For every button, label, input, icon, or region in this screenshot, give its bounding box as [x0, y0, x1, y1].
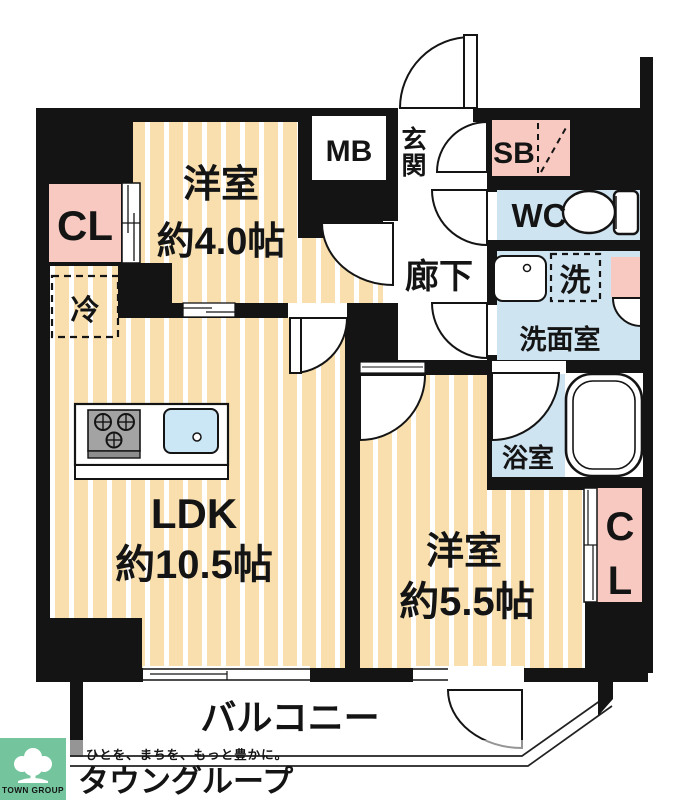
wall-wc-washroom	[487, 240, 640, 251]
balcony-left-wall	[70, 682, 83, 757]
wall-ldk-room2	[345, 318, 360, 668]
tree-icon	[14, 748, 52, 783]
ldk-balcony-window	[143, 666, 310, 683]
room1-ldk-slit	[182, 302, 236, 318]
entrance-label-char2: 関	[401, 152, 426, 180]
room2-size-label: 約5.5帖	[399, 580, 535, 624]
balcony-railing	[70, 697, 613, 767]
room1-door-arc	[320, 222, 394, 287]
washroom-pink-column	[611, 257, 640, 297]
room1-size-label: 約4.0帖	[157, 221, 286, 263]
closet2-label-char1: C	[606, 505, 635, 549]
footer-overlay-band	[0, 740, 684, 800]
room2-door-arc	[359, 374, 427, 442]
room2-balcony-doorway	[448, 666, 524, 683]
meter-box-rect	[312, 116, 386, 180]
wall-room1-corner-top	[118, 263, 172, 303]
ldk-door-arc	[291, 317, 349, 375]
wall-right	[640, 57, 653, 673]
wall-hall-services	[487, 108, 497, 490]
wall-room1-bottom-top	[118, 303, 398, 318]
wall-left	[36, 108, 50, 668]
bathroom-door-arc	[491, 372, 561, 442]
toilet-icon	[561, 189, 640, 236]
room2-window	[413, 666, 450, 683]
meter-box-label: MB	[326, 135, 373, 168]
entrance-door-leaf	[463, 34, 478, 109]
balcony-label: バルコニー	[200, 697, 379, 738]
wall-ldk-block-top	[50, 618, 142, 668]
fridge-space	[50, 274, 120, 339]
town-group-logo: TOWN GROUP	[0, 738, 66, 800]
closet2	[583, 487, 642, 603]
wc-door-arc	[430, 189, 488, 247]
room-western2-floor	[360, 375, 585, 668]
ldk-name-label: LDK	[151, 490, 237, 537]
door-arcs	[289, 34, 642, 750]
room1-name-label: 洋室	[183, 163, 259, 206]
washroom-sink-icon	[493, 255, 547, 302]
washroom-small-door-arc	[611, 297, 642, 328]
bathtub-icon	[564, 372, 644, 478]
washroom-door-arc	[430, 302, 488, 360]
wall-bath-bottom	[487, 475, 648, 490]
entrance-inner-door-arc	[435, 120, 488, 173]
wall-topleft-mass	[36, 108, 133, 183]
balcony-corner-wall	[598, 682, 613, 716]
footer-tagline: ひとを、まちを、もっと豊かに。	[86, 747, 288, 762]
entrance-label-char1: 玄	[401, 125, 426, 154]
footer-brand-text: タウングループ	[78, 764, 294, 799]
room2-balcony-door-arc	[446, 689, 523, 750]
entrance-doorway	[398, 108, 473, 122]
wall-bottom	[36, 668, 648, 682]
hall-room2-slit	[359, 361, 426, 374]
room2-name-label: 洋室	[426, 530, 502, 573]
washroom-doorway	[487, 305, 497, 355]
bathroom-label: 浴室	[502, 443, 554, 473]
closet2-box	[597, 488, 642, 602]
ldk-size-label: 約10.5帖	[115, 543, 273, 587]
meter-box	[312, 116, 386, 180]
kitchen-sink-icon	[163, 408, 219, 454]
stove-icon	[87, 409, 141, 459]
ldk-doorway	[288, 303, 347, 318]
fridge-dashed-box	[50, 274, 120, 339]
logo-text: TOWN GROUP	[2, 785, 64, 795]
entrance-door-arc	[398, 35, 472, 109]
washer-label: 洗	[560, 263, 591, 298]
ldk-door-leaf	[289, 317, 302, 374]
fridge-label: 冷	[70, 294, 99, 327]
wc-doorway	[487, 192, 497, 240]
hallway-label: 廊下	[405, 258, 473, 296]
kitchen-counter	[73, 402, 230, 480]
shoe-box	[492, 120, 570, 176]
washroom-label: 洗面室	[520, 324, 601, 355]
shoe-box-label: SB	[493, 137, 535, 170]
wc-label: WC	[512, 197, 567, 234]
bathroom-doorway	[492, 361, 566, 374]
closet2-label-char2: L	[608, 559, 632, 603]
closet1	[47, 182, 141, 264]
washer-dashed-box	[549, 252, 602, 303]
closet1-label: CL	[57, 202, 113, 249]
shoe-box-rect	[492, 120, 570, 176]
